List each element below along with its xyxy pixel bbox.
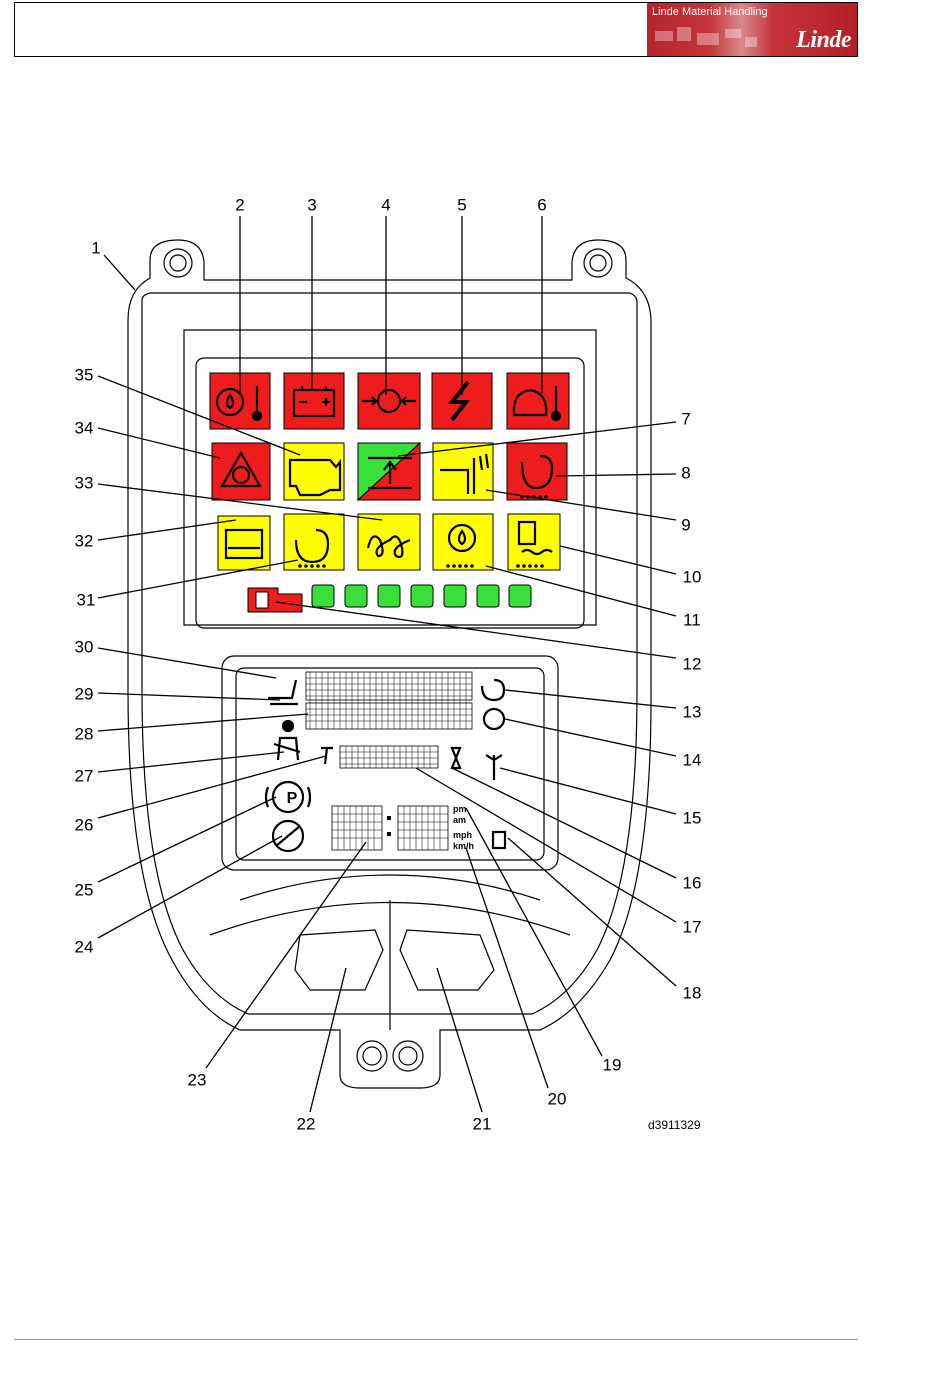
mount-hole-bottom-left-inner: [363, 1047, 381, 1065]
fuel-pump-icon: [493, 832, 505, 848]
mount-hole-right-inner: [590, 255, 606, 271]
fuel-level-segment: [312, 585, 334, 607]
lamp-engine-check: [284, 443, 344, 500]
callout-15: 15: [683, 810, 702, 827]
callout-25: 25: [75, 882, 94, 899]
callout-17: 17: [683, 919, 702, 936]
callout-19: 19: [603, 1057, 622, 1074]
figure-id: d3911329: [648, 1118, 701, 1132]
lcd-text-line-2: [306, 703, 472, 729]
callout-26: 26: [75, 817, 94, 834]
callout-6: 6: [537, 197, 546, 214]
filter-small-icon: [482, 680, 504, 700]
callout-33: 33: [75, 475, 94, 492]
seat-icon: [268, 680, 298, 704]
seatbelt-icon: [283, 721, 293, 731]
lamp-fork-tilt: [433, 443, 493, 500]
wrench-small-icon: [321, 748, 333, 764]
callout-4: 4: [381, 197, 390, 214]
footer-rule: [14, 1339, 858, 1340]
callout-5: 5: [457, 197, 466, 214]
mount-hole-bottom-left: [357, 1041, 387, 1071]
mount-hole-bottom-right-inner: [399, 1047, 417, 1065]
mount-hole-left-inner: [170, 255, 186, 271]
button-area-top-curve: [240, 875, 540, 900]
left-button: [295, 930, 383, 990]
lcd-hour-meter: [340, 746, 438, 768]
callout-leader-lines: [98, 216, 676, 1112]
callout-14: 14: [683, 752, 702, 769]
lcd-matrix-grid: [306, 672, 472, 850]
callout-9: 9: [681, 517, 690, 534]
fuel-level-segment: [345, 585, 367, 607]
callout-13: 13: [683, 704, 702, 721]
callout-11: 11: [683, 612, 701, 629]
callout-35: 35: [75, 367, 94, 384]
callout-7: 7: [681, 411, 690, 428]
service-wrench-icon: [486, 755, 502, 780]
callout-20: 20: [548, 1091, 567, 1108]
callout-18: 18: [683, 985, 702, 1002]
lcd-clock-minutes: [398, 806, 448, 850]
unit-mph: mph: [453, 830, 472, 840]
unit-am: am: [453, 815, 466, 825]
mount-hole-right: [584, 249, 612, 277]
fuel-level-segment: [509, 585, 531, 607]
fuel-level-segment: [378, 585, 400, 607]
callout-29: 29: [75, 686, 94, 703]
callout-12: 12: [683, 656, 702, 673]
fuel-level-segment: [444, 585, 466, 607]
callout-3: 3: [307, 197, 316, 214]
mount-hole-bottom-right: [393, 1041, 423, 1071]
callout-30: 30: [75, 639, 94, 656]
callout-10: 10: [683, 569, 702, 586]
callout-32: 32: [75, 533, 94, 550]
callout-24: 24: [75, 939, 94, 956]
fuel-level-segment: [411, 585, 433, 607]
callout-28: 28: [75, 726, 94, 743]
callout-1: 1: [91, 240, 100, 257]
right-button: [400, 930, 494, 990]
steering-icon: [484, 709, 504, 729]
fuel-level-segment: [477, 585, 499, 607]
lamp-preheat: [358, 514, 420, 570]
callout-2: 2: [235, 197, 244, 214]
callout-27: 27: [75, 768, 94, 785]
unit-pm: pm: [453, 804, 467, 814]
lamp-air-filter: [507, 443, 567, 500]
callout-16: 16: [683, 875, 702, 892]
callout-34: 34: [75, 420, 94, 437]
callout-23: 23: [188, 1072, 207, 1089]
callout-21: 21: [473, 1116, 492, 1133]
fuel-pump-icon: [256, 592, 268, 608]
callout-31: 31: [77, 592, 96, 609]
svg-text:P: P: [287, 790, 298, 807]
unit-kmh: km/h: [453, 841, 474, 851]
mount-hole-left: [164, 249, 192, 277]
hourglass-icon: [452, 748, 460, 768]
lcd-clock-hours: [332, 806, 382, 850]
callout-22: 22: [297, 1116, 316, 1133]
callout-8: 8: [681, 465, 690, 482]
